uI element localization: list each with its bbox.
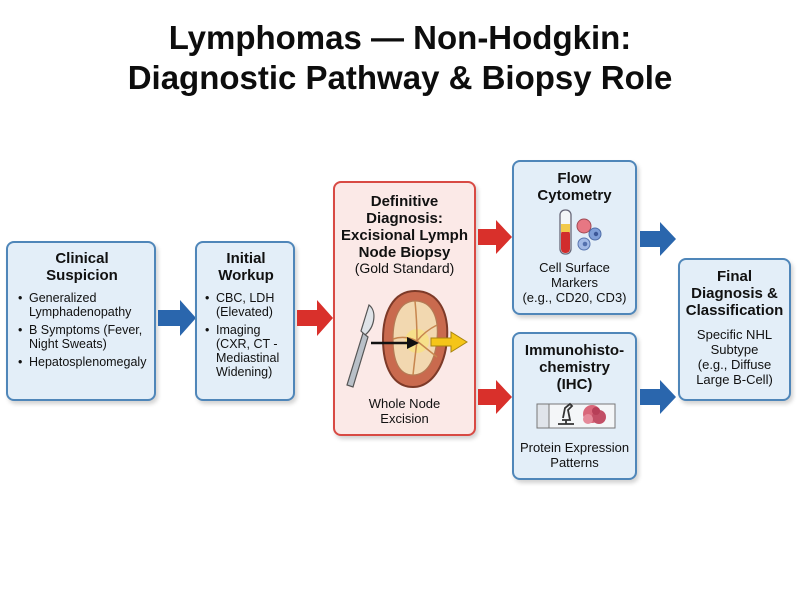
title-line-2: Diagnostic Pathway & Biopsy Role <box>127 59 673 96</box>
final-diagnosis-text-line: Subtype <box>710 342 759 357</box>
page-title: Lymphomas — Non-Hodgkin: Diagnostic Path… <box>0 18 800 98</box>
initial-workup-heading-line-2: Workup <box>218 267 274 284</box>
flow-cytometry-heading: Flow Cytometry <box>518 170 631 204</box>
biopsy-heading: Definitive Diagnosis: Excisional Lymph N… <box>339 193 470 261</box>
ihc-box: Immunohisto- chemistry (IHC) Protein Exp… <box>512 332 637 480</box>
scalpel-icon <box>346 304 375 388</box>
test-tube-cells-icon <box>559 209 602 255</box>
incision-arrow-icon <box>371 337 419 349</box>
arrow-ihc-to-final <box>640 380 676 414</box>
final-diagnosis-heading-line: Final <box>716 268 752 285</box>
clinical-suspicion-item: Hepatosplenomegaly <box>18 355 146 369</box>
flow-cytometry-text-line: Cell Surface <box>539 260 610 275</box>
initial-workup-box: Initial Workup CBC, LDH (Elevated) Imagi… <box>195 241 295 401</box>
arrow-biopsy-to-ihc <box>478 380 512 414</box>
initial-workup-heading-line-1: Initial <box>226 250 266 267</box>
yellow-arrow-icon <box>430 331 468 353</box>
lymph-node-icon <box>381 289 449 389</box>
biopsy-heading-line: Diagnosis: <box>366 210 443 227</box>
clinical-suspicion-box: Clinical Suspicion Generalized Lymphaden… <box>6 241 156 401</box>
biopsy-heading-line: Excisional Lymph <box>341 227 468 244</box>
flow-cytometry-box: Flow Cytometry Cell Surface Markers (e.g… <box>512 160 637 315</box>
final-diagnosis-heading-line: Classification <box>685 302 784 319</box>
ihc-text: Protein Expression Patterns <box>514 440 635 470</box>
biopsy-heading-line: Node Biopsy <box>358 244 451 261</box>
arrow-workup-to-biopsy <box>297 300 333 336</box>
ihc-heading-line-1: Immunohisto- <box>524 342 625 359</box>
flow-cytometry-heading-line-2: Cytometry <box>537 187 612 204</box>
ihc-text-line-2: Patterns <box>550 455 599 470</box>
flow-cytometry-text-line: (e.g., CD20, CD3) <box>522 290 627 305</box>
clinical-suspicion-heading-line-2: Suspicion <box>46 267 118 284</box>
biopsy-box: Definitive Diagnosis: Excisional Lymph N… <box>333 181 476 436</box>
clinical-suspicion-item: B Symptoms (Fever, Night Sweats) <box>18 323 146 351</box>
flow-cytometry-text-line: Markers <box>551 275 598 290</box>
initial-workup-heading: Initial Workup <box>205 250 287 284</box>
biopsy-caption-line-2: Excision <box>380 411 429 426</box>
initial-workup-item: Imaging (CXR, CT - Mediastinal Widening) <box>205 323 287 379</box>
final-diagnosis-text-line: Large B-Cell) <box>696 372 773 387</box>
ihc-heading-line-3: (IHC) <box>556 376 593 393</box>
final-diagnosis-heading: Final Diagnosis & Classification <box>683 268 786 319</box>
final-diagnosis-heading-line: Diagnosis & <box>691 285 778 302</box>
final-diagnosis-text-line: (e.g., Diffuse <box>697 357 772 372</box>
final-diagnosis-text: Specific NHL Subtype (e.g., Diffuse Larg… <box>683 327 786 387</box>
arrow-flow-to-final <box>640 222 676 256</box>
final-diagnosis-text-line: Specific NHL <box>696 327 773 342</box>
clinical-suspicion-heading-line-1: Clinical <box>55 250 109 267</box>
initial-workup-item: CBC, LDH (Elevated) <box>205 291 287 319</box>
clinical-suspicion-heading: Clinical Suspicion <box>18 250 146 284</box>
biopsy-caption: Whole Node Excision <box>335 396 474 426</box>
arrow-suspicion-to-workup <box>158 300 196 336</box>
ihc-heading-line-2: chemistry <box>539 359 610 376</box>
biopsy-heading-line: Definitive <box>370 193 439 210</box>
initial-workup-list: CBC, LDH (Elevated) Imaging (CXR, CT - M… <box>205 291 287 379</box>
arrow-biopsy-to-flow <box>478 220 512 254</box>
biopsy-subheading: (Gold Standard) <box>354 260 455 276</box>
ihc-heading: Immunohisto- chemistry (IHC) <box>518 342 631 393</box>
flow-cytometry-heading-line-1: Flow <box>557 170 592 187</box>
biopsy-caption-line-1: Whole Node <box>368 396 441 411</box>
clinical-suspicion-list: Generalized Lymphadenopathy B Symptoms (… <box>18 291 146 369</box>
clinical-suspicion-item: Generalized Lymphadenopathy <box>18 291 146 319</box>
ihc-text-line-1: Protein Expression <box>519 440 630 455</box>
final-diagnosis-box: Final Diagnosis & Classification Specifi… <box>678 258 791 401</box>
microscope-slide-icon <box>536 402 616 429</box>
title-line-1: Lymphomas — Non-Hodgkin: <box>168 19 632 56</box>
flow-cytometry-text: Cell Surface Markers (e.g., CD20, CD3) <box>514 260 635 305</box>
